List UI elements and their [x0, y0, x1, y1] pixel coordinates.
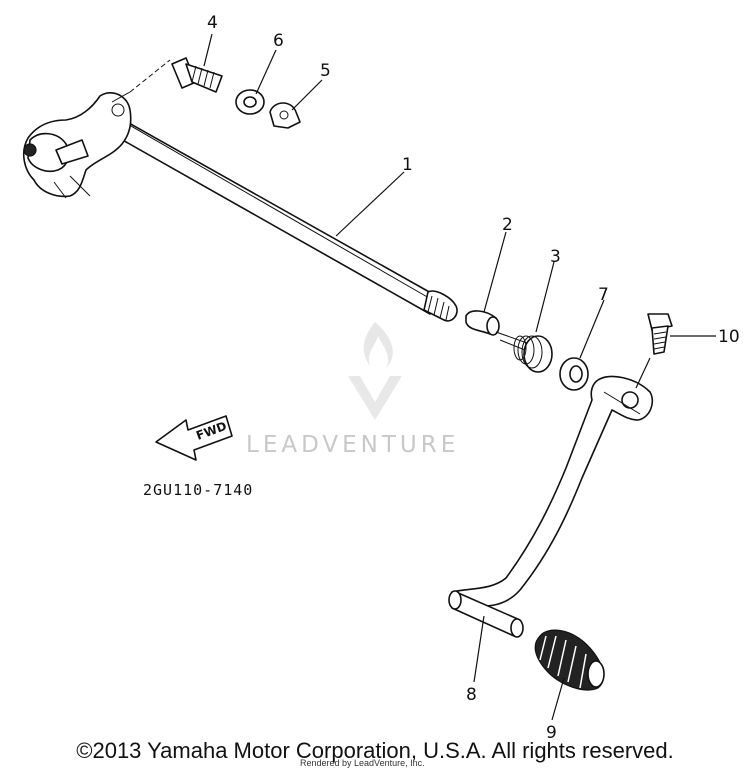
drawing-code: 2GU110-7140 [143, 481, 253, 499]
leader-line-6 [255, 49, 277, 95]
leader-line-10b [635, 357, 651, 389]
shift-pedal [451, 375, 654, 607]
fwd-arrow: FWD [155, 415, 233, 461]
leader-line-1 [335, 171, 405, 237]
torsion-spring [495, 331, 553, 373]
leader-line-8 [473, 615, 485, 683]
callout-9: 9 [546, 723, 557, 743]
shift-shaft [111, 117, 458, 322]
shift-arm-assembly [22, 59, 171, 199]
callout-8: 8 [466, 685, 477, 705]
leader-line-9 [551, 677, 565, 721]
leader-line-5 [291, 79, 323, 111]
leader-line-7 [579, 299, 605, 359]
pinch-bolt [647, 313, 673, 355]
leader-line-3 [535, 261, 555, 333]
callout-6: 6 [273, 31, 284, 51]
leader-line-4 [203, 33, 213, 67]
stopper-bolt [171, 57, 223, 93]
collar [465, 310, 500, 336]
callout-2: 2 [502, 215, 513, 235]
copyright-notice: ©2013 Yamaha Motor Corporation, U.S.A. A… [76, 738, 674, 763]
rendered-by-credit: Rendered by LeadVenture, Inc. [300, 758, 425, 768]
callout-4: 4 [207, 13, 218, 33]
nut [235, 89, 265, 115]
leader-line-2 [483, 231, 507, 313]
callout-1: 1 [402, 155, 413, 175]
callout-7: 7 [598, 285, 609, 305]
pedal-rubber [534, 629, 605, 691]
pedal-shaft [448, 590, 524, 638]
watermark-text: LEADVENTURE [246, 432, 459, 458]
callout-3: 3 [550, 247, 561, 267]
watermark-logo [348, 322, 402, 420]
callout-10: 10 [718, 327, 740, 347]
washer [559, 357, 589, 391]
callout-5: 5 [320, 61, 331, 81]
